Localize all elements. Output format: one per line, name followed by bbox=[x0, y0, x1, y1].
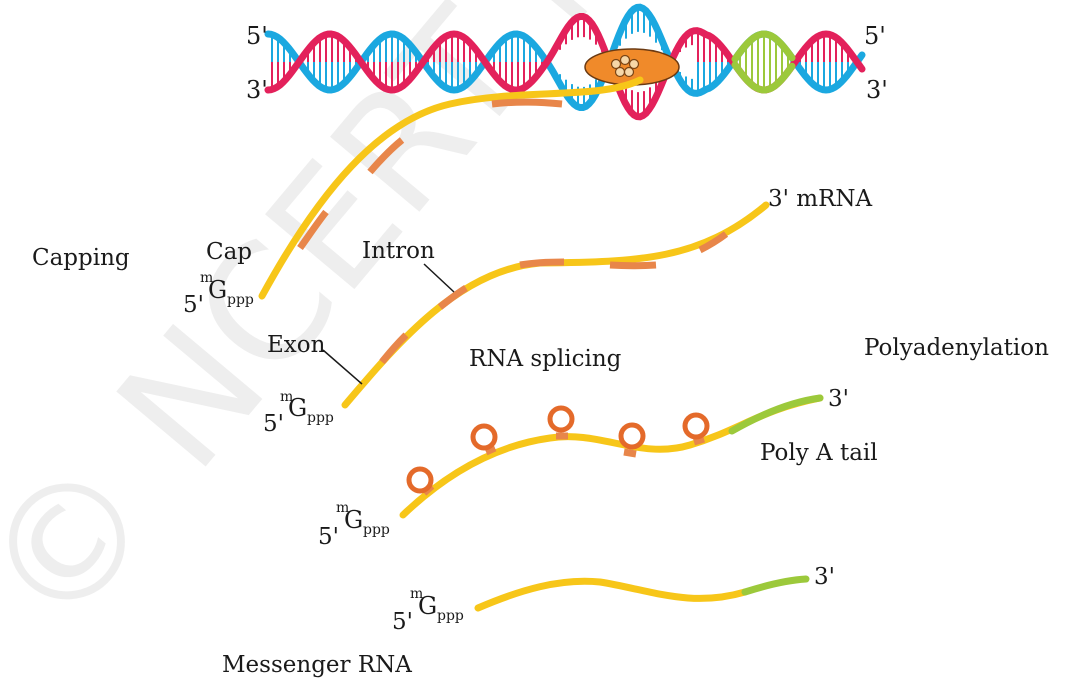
cap-ppp: ppp bbox=[363, 522, 390, 538]
cap-m: m bbox=[336, 500, 349, 516]
cap-5prime: 5' bbox=[318, 524, 339, 550]
cap-5prime: 5' bbox=[392, 609, 413, 635]
splice-junction bbox=[623, 448, 637, 458]
nucleotide-cluster bbox=[610, 54, 640, 78]
spliceosome-ring bbox=[682, 412, 710, 440]
spliceosome-ring bbox=[470, 423, 498, 451]
primary-transcript bbox=[258, 76, 644, 300]
cap-m: m bbox=[410, 586, 423, 602]
cap-ppp: ppp bbox=[227, 292, 254, 308]
nucleotide bbox=[610, 58, 622, 70]
cap-g: G bbox=[344, 506, 363, 534]
poly-a-tail-strand bbox=[728, 394, 824, 435]
capped-pre-mrna bbox=[322, 201, 770, 409]
pre-mrna-intron bbox=[379, 332, 409, 365]
three-prime-label: 3' bbox=[814, 564, 835, 590]
intron-pointer-line bbox=[423, 263, 455, 293]
spliceosome-ring bbox=[547, 405, 575, 433]
spliced-polyadenylated-rna bbox=[399, 394, 824, 519]
cap-g: G bbox=[418, 592, 437, 620]
rna-splicing-label: RNA splicing bbox=[469, 346, 622, 372]
spliceosome-rings bbox=[406, 405, 710, 494]
cap-g: G bbox=[208, 276, 227, 304]
three-prime-label: 3' bbox=[828, 386, 849, 412]
mature-mrna bbox=[474, 575, 810, 612]
cap-group: 5' m G ppp bbox=[392, 586, 464, 635]
nucleotide bbox=[614, 66, 626, 78]
pre-mrna-intron bbox=[437, 285, 468, 310]
poly-a-tail-label: Poly A tail bbox=[760, 440, 878, 466]
mature-mrna-strand bbox=[474, 577, 749, 612]
cap-5prime: 5' bbox=[263, 411, 284, 437]
polyadenylation-label: Polyadenylation bbox=[864, 335, 1049, 361]
cap-5prime: 5' bbox=[183, 292, 204, 318]
intron-label: Intron bbox=[362, 238, 435, 264]
transcript-intron bbox=[491, 98, 563, 108]
splice-junction bbox=[692, 435, 706, 446]
rna-polymerase bbox=[584, 48, 680, 86]
mature-mrna-poly-a bbox=[741, 575, 810, 596]
dna-5prime-right: 5' bbox=[864, 22, 886, 50]
cap-m: m bbox=[280, 389, 293, 405]
dna-helix: 5' 3' 5' 3' bbox=[246, 3, 888, 121]
cap-label: Cap bbox=[206, 239, 252, 265]
dna-3prime-left: 3' bbox=[246, 76, 268, 104]
transcript-intron bbox=[297, 209, 329, 251]
nucleotide bbox=[623, 66, 635, 78]
nucleotide bbox=[619, 54, 631, 66]
nucleotide bbox=[628, 58, 640, 70]
spliceosome-ring bbox=[406, 466, 434, 494]
exon-label: Exon bbox=[267, 332, 326, 358]
exon-pointer-line bbox=[322, 349, 363, 385]
cap-ppp: ppp bbox=[307, 410, 334, 426]
spliceosome-ring bbox=[618, 422, 646, 450]
cap-ppp: ppp bbox=[437, 608, 464, 624]
mrna-label: 3' mRNA bbox=[768, 186, 873, 212]
dna-5prime-left: 5' bbox=[246, 22, 268, 50]
pre-mrna-intron bbox=[609, 261, 657, 270]
cap-g: G bbox=[288, 394, 307, 422]
pre-mrna-intron bbox=[698, 231, 729, 254]
cap-group: 5' m G ppp bbox=[263, 389, 334, 437]
transcript-exon bbox=[258, 76, 644, 300]
capping-label: Capping bbox=[32, 245, 130, 271]
cap-group: 5' m G ppp bbox=[318, 500, 390, 550]
transcript-intron bbox=[367, 137, 405, 175]
dna-strand-green-segment-2 bbox=[731, 61, 796, 94]
pre-mrna-intron bbox=[519, 258, 565, 269]
cap-group: 5' m G ppp bbox=[183, 270, 254, 318]
dna-strand-green-segment-1 bbox=[731, 30, 796, 63]
splice-junction bbox=[484, 444, 497, 456]
dna-3prime-right: 3' bbox=[866, 76, 888, 104]
messenger-rna-label: Messenger RNA bbox=[222, 652, 412, 678]
cap-m: m bbox=[200, 270, 213, 286]
